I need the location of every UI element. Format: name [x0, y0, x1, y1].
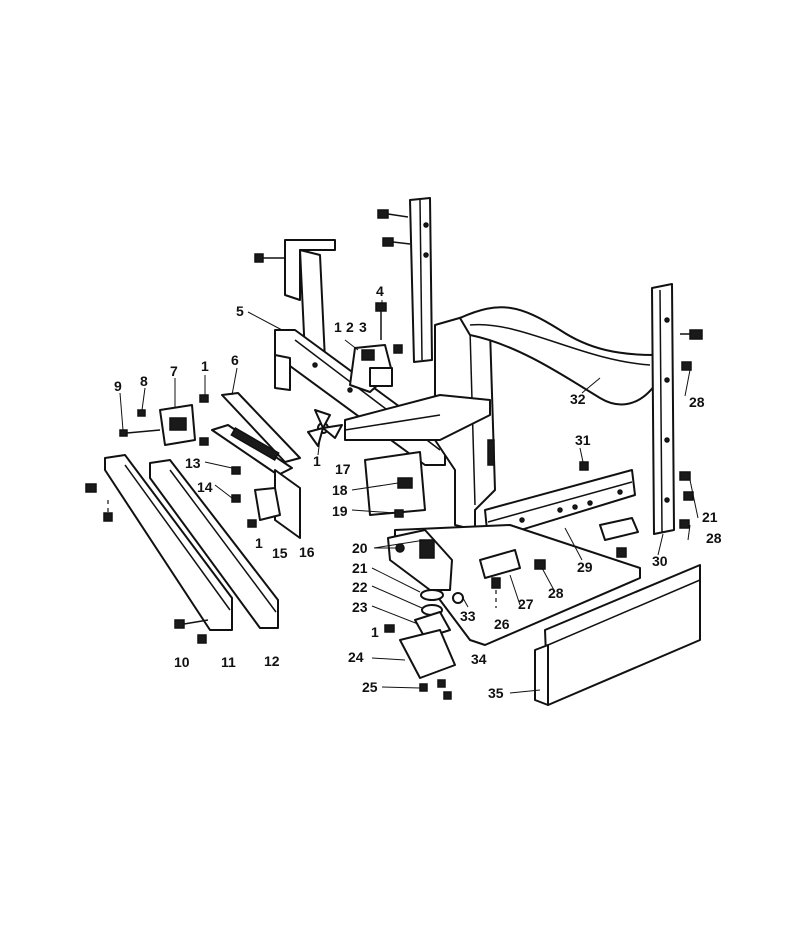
callout-8: 8	[140, 373, 148, 389]
callout-6: 6	[231, 352, 239, 368]
callout-23: 23	[352, 599, 368, 615]
callout-35: 35	[488, 685, 504, 701]
callout-1: 1	[334, 319, 342, 335]
tall-right-rail	[651, 283, 703, 535]
callout-11: 11	[221, 654, 236, 670]
callout-28: 28	[689, 394, 705, 410]
callout-29: 29	[577, 559, 593, 575]
callout-33: 33	[460, 608, 476, 624]
callout-7: 7	[170, 363, 178, 379]
callout-27: 27	[518, 596, 534, 612]
callout-1: 1	[255, 535, 263, 551]
callout-4: 4	[376, 283, 384, 299]
callout-32: 32	[570, 391, 586, 407]
small-burners	[479, 517, 639, 608]
callout-21: 21	[702, 509, 718, 525]
switch-block	[364, 451, 426, 518]
callout-26: 26	[494, 616, 510, 632]
screw-4	[375, 302, 387, 340]
long-left-rail	[85, 454, 233, 631]
switch-bank	[199, 392, 301, 539]
callout-19: 19	[332, 503, 348, 519]
callout-labels: 5 4 1 2 3 1 6 7 8 9 13 14 1 17 18 19 1 1…	[114, 283, 722, 701]
callout-24: 24	[348, 649, 364, 665]
callout-34: 34	[471, 651, 487, 667]
fan-blade	[307, 409, 343, 447]
bolts-top	[254, 209, 411, 263]
callout-2: 2	[346, 319, 354, 335]
callout-16: 16	[299, 544, 315, 560]
callout-31: 31	[575, 432, 591, 448]
callout-13: 13	[185, 455, 201, 471]
callout-18: 18	[332, 482, 348, 498]
screw-right-upright	[393, 344, 403, 354]
callout-3: 3	[359, 319, 367, 335]
left-valve	[119, 404, 196, 446]
callout-25: 25	[362, 679, 378, 695]
leader-lines	[119, 300, 699, 694]
callout-1: 1	[201, 358, 209, 374]
callout-9: 9	[114, 378, 122, 394]
callout-10: 10	[174, 654, 190, 670]
callout-28: 28	[548, 585, 564, 601]
callout-17: 17	[335, 461, 351, 477]
callout-28: 28	[706, 530, 722, 546]
callout-30: 30	[652, 553, 668, 569]
callout-5: 5	[236, 303, 244, 319]
rear-right-upright	[409, 197, 433, 363]
callout-12: 12	[264, 653, 280, 669]
rear-left-upright	[284, 239, 336, 361]
bolt-10	[174, 619, 209, 644]
second-rail	[149, 459, 279, 629]
callout-20: 20	[352, 540, 368, 556]
callout-15: 15	[272, 545, 288, 561]
callout-21: 21	[352, 560, 368, 576]
callout-1: 1	[371, 624, 379, 640]
callout-22: 22	[352, 579, 368, 595]
small-bracket-2-3	[349, 344, 393, 393]
lower-cross-bracket	[344, 394, 491, 441]
callout-14: 14	[197, 479, 213, 495]
callout-1: 1	[313, 453, 321, 469]
